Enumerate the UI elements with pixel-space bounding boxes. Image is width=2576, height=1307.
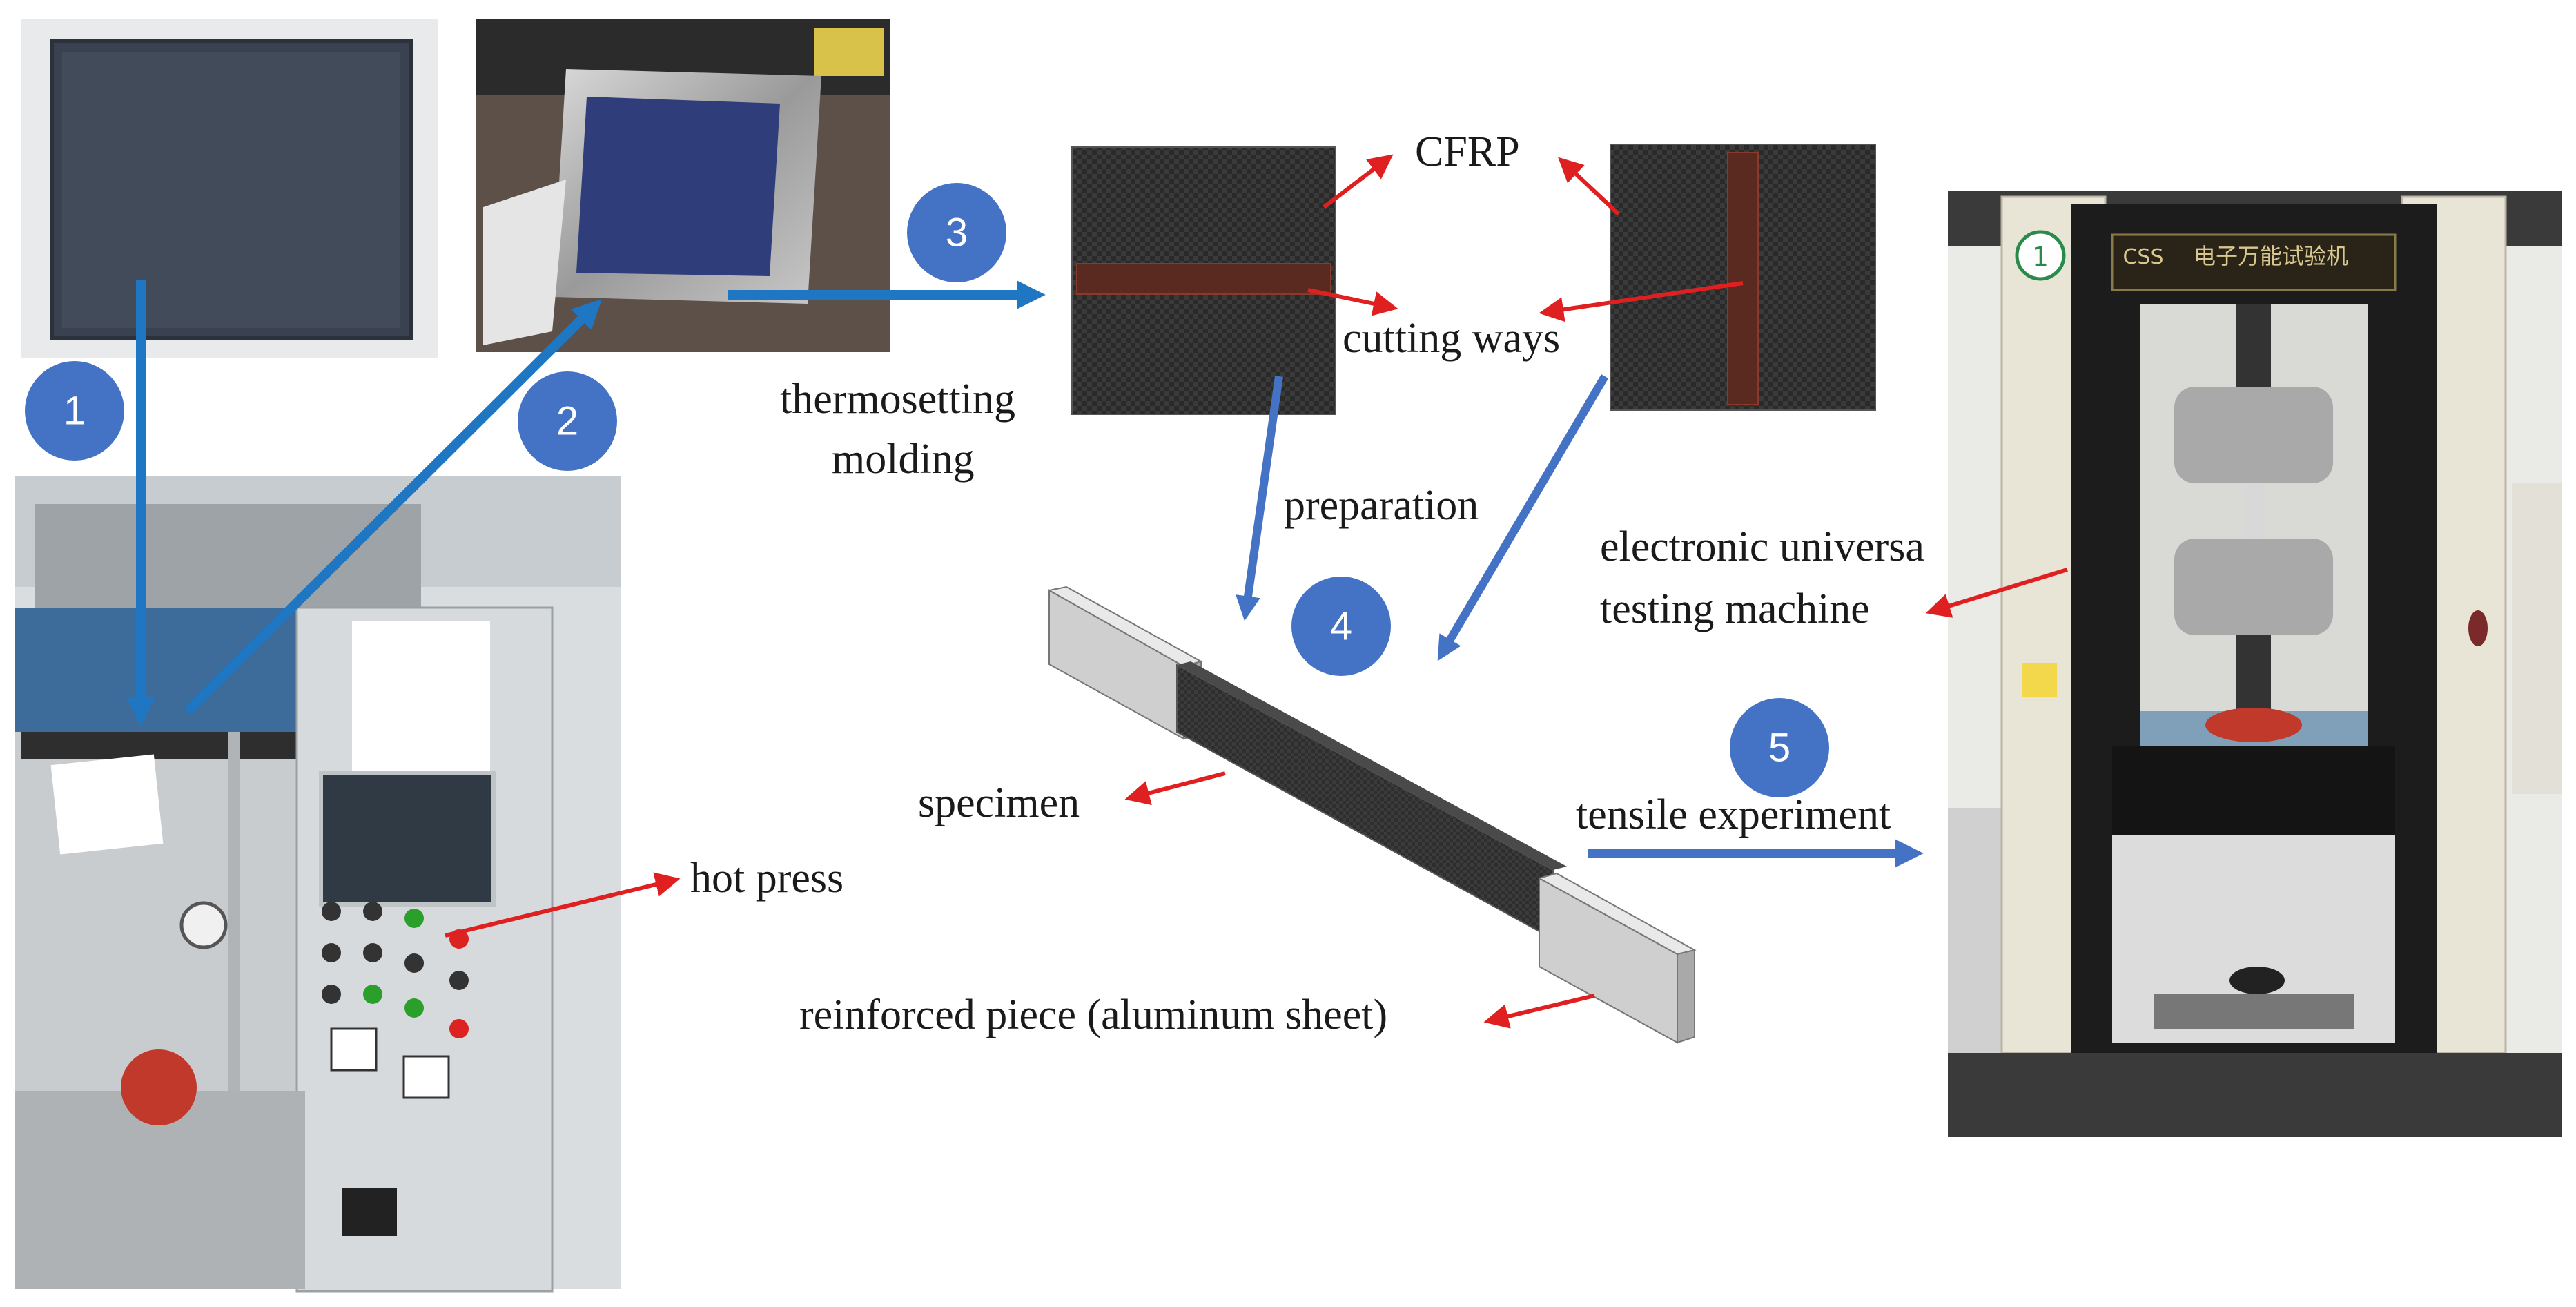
step-number-3: 3 — [946, 211, 968, 255]
label-cutting-ways: cutting ways — [1343, 315, 1560, 362]
step-circle-5 — [1730, 698, 1829, 797]
pointer-cut-left — [1307, 288, 1398, 316]
mold-photo — [476, 19, 890, 352]
label-cfrp: CFRP — [1415, 128, 1520, 175]
label-molding: molding — [832, 436, 975, 483]
pointer-arrows — [445, 154, 2068, 1029]
step-circle-2 — [518, 371, 617, 471]
label-testing-machine: testing machine — [1600, 585, 1870, 632]
label-hot-press: hot press — [690, 855, 843, 902]
testing-machine-photo: 1 CSS 电子万能试验机 — [1948, 191, 2562, 1137]
flow-arrows — [126, 280, 1924, 868]
hot-press-photo — [15, 476, 621, 1293]
flow-arrow-2 — [184, 299, 602, 715]
prepreg-sheet-photo — [21, 19, 438, 358]
label-reinforced-piece: reinforced piece (aluminum sheet) — [799, 991, 1387, 1038]
machine-brand: CSS — [2123, 245, 2163, 269]
pointer-cfrp-left — [1323, 154, 1394, 209]
labels: CFRP cutting ways thermosetting molding … — [690, 128, 1924, 1038]
pointer-cfrp-right — [1558, 157, 1621, 216]
step-circle-1 — [25, 361, 124, 461]
flow-arrow-4a — [1236, 376, 1283, 621]
label-specimen: specimen — [918, 780, 1080, 826]
label-tensile-experiment: tensile experiment — [1576, 791, 1891, 838]
cfrp-plate-vertical-cut — [1610, 144, 1876, 411]
machine-badge: 1 — [2032, 242, 2049, 272]
pointer-reinforced — [1483, 994, 1595, 1029]
pointer-hot-press — [445, 872, 681, 938]
step-number-5: 5 — [1768, 726, 1790, 771]
pointer-machine — [1925, 568, 2068, 618]
machine-title: 电子万能试验机 — [2194, 243, 2348, 269]
cfrp-plate-horizontal-cut — [1071, 146, 1336, 415]
label-electronic-universal: electronic universa — [1600, 523, 1924, 570]
pointer-specimen — [1124, 771, 1226, 806]
step-circle-4 — [1291, 577, 1391, 676]
pointer-cut-right — [1539, 281, 1744, 322]
step-number-4: 4 — [1330, 604, 1352, 649]
label-preparation: preparation — [1284, 482, 1479, 529]
step-number-2: 2 — [556, 399, 578, 444]
specimen-3d — [1047, 585, 1697, 1044]
label-thermosetting: thermosetting — [780, 376, 1015, 423]
step-circle-3 — [907, 183, 1006, 282]
step-markers: 1 2 3 4 5 — [25, 183, 1829, 797]
flow-arrow-4b — [1437, 374, 1609, 661]
step-number-1: 1 — [64, 389, 86, 434]
